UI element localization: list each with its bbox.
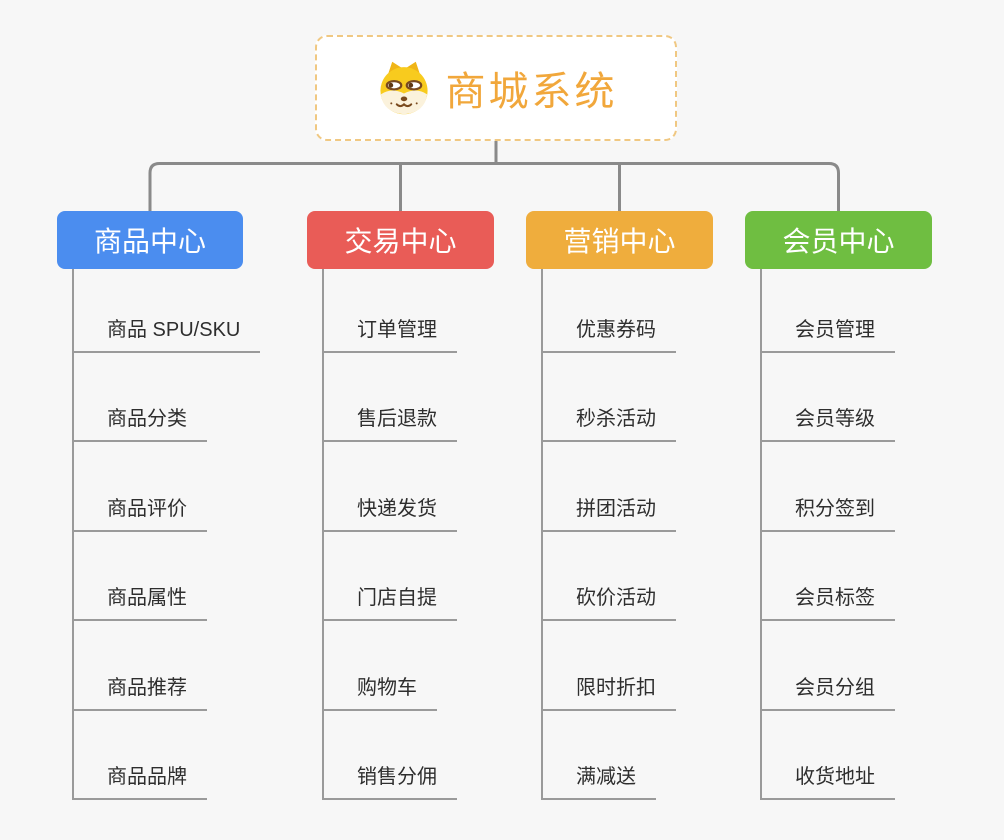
sub-item-member-center-4[interactable]: 会员分组 — [762, 671, 895, 711]
sub-item-row: 商品品牌 — [74, 711, 260, 800]
sub-item-row: 购物车 — [324, 621, 457, 711]
sub-item-trade-center-0[interactable]: 订单管理 — [324, 313, 457, 353]
sub-item-marketing-center-2[interactable]: 拼团活动 — [543, 492, 676, 532]
sub-item-marketing-center-3[interactable]: 砍价活动 — [543, 581, 676, 622]
sub-item-row: 快递发货 — [324, 442, 457, 532]
branch-children-member-center: 会员管理会员等级积分签到会员标签会员分组收货地址 — [760, 269, 895, 800]
sub-item-row: 拼团活动 — [543, 442, 676, 532]
sub-item-marketing-center-1[interactable]: 秒杀活动 — [543, 402, 676, 443]
sub-item-row: 售后退款 — [324, 353, 457, 443]
sub-item-trade-center-5[interactable]: 销售分佣 — [324, 760, 457, 800]
sub-item-row: 会员管理 — [762, 269, 895, 353]
branch-trade-center[interactable]: 交易中心 — [307, 211, 494, 269]
sub-item-row: 商品评价 — [74, 442, 260, 532]
sub-item-row: 商品分类 — [74, 353, 260, 443]
sub-item-product-center-1[interactable]: 商品分类 — [74, 402, 207, 443]
sub-item-row: 门店自提 — [324, 532, 457, 622]
sub-item-member-center-0[interactable]: 会员管理 — [762, 313, 895, 353]
branch-label: 会员中心 — [782, 226, 895, 257]
sub-item-product-center-5[interactable]: 商品品牌 — [74, 760, 207, 800]
sub-item-row: 商品 SPU/SKU — [74, 269, 261, 353]
branch-children-marketing-center: 优惠券码秒杀活动拼团活动砍价活动限时折扣满减送 — [541, 269, 676, 800]
sub-item-row: 商品推荐 — [74, 621, 260, 711]
branch-label: 营销中心 — [563, 226, 676, 257]
sub-item-row: 会员标签 — [762, 532, 895, 622]
dog-face-icon — [375, 59, 433, 117]
branch-marketing-center[interactable]: 营销中心 — [526, 211, 713, 269]
branch-children-product-center: 商品 SPU/SKU 商品分类商品评价商品属性商品推荐商品品牌 — [72, 269, 261, 800]
sub-item-product-center-2[interactable]: 商品评价 — [74, 492, 207, 532]
sub-item-row: 限时折扣 — [543, 621, 676, 711]
sub-item-row: 优惠券码 — [543, 269, 676, 353]
sub-item-row: 订单管理 — [324, 269, 457, 353]
sub-item-member-center-5[interactable]: 收货地址 — [762, 760, 895, 800]
sub-item-row: 积分签到 — [762, 442, 895, 532]
root-node[interactable]: 商城系统 — [315, 35, 677, 141]
sub-item-row: 满减送 — [543, 711, 676, 800]
sub-item-row: 销售分佣 — [324, 711, 457, 800]
sub-item-member-center-3[interactable]: 会员标签 — [762, 581, 895, 622]
sub-item-row: 商品属性 — [74, 532, 260, 622]
sub-item-member-center-1[interactable]: 会员等级 — [762, 402, 895, 443]
sub-item-trade-center-2[interactable]: 快递发货 — [324, 492, 457, 532]
sub-item-marketing-center-4[interactable]: 限时折扣 — [543, 671, 676, 711]
sub-item-marketing-center-5[interactable]: 满减送 — [543, 760, 656, 800]
sub-item-row: 收货地址 — [762, 711, 895, 800]
sub-item-row: 会员分组 — [762, 621, 895, 711]
sub-item-product-center-4[interactable]: 商品推荐 — [74, 671, 207, 711]
sub-item-product-center-3[interactable]: 商品属性 — [74, 581, 207, 622]
sub-item-row: 砍价活动 — [543, 532, 676, 622]
sub-item-row: 秒杀活动 — [543, 353, 676, 443]
root-title: 商城系统 — [445, 70, 618, 114]
branch-label: 商品中心 — [93, 226, 206, 257]
branch-label: 交易中心 — [344, 226, 457, 257]
sub-item-marketing-center-0[interactable]: 优惠券码 — [543, 313, 676, 353]
branch-member-center[interactable]: 会员中心 — [745, 211, 932, 269]
sub-item-row: 会员等级 — [762, 353, 895, 443]
branch-product-center[interactable]: 商品中心 — [57, 211, 243, 269]
sub-item-trade-center-3[interactable]: 门店自提 — [324, 581, 457, 622]
sub-item-member-center-2[interactable]: 积分签到 — [762, 492, 895, 532]
sub-item-product-center-0[interactable]: 商品 SPU/SKU — [74, 313, 261, 353]
sub-item-trade-center-4[interactable]: 购物车 — [324, 671, 437, 711]
sub-item-trade-center-1[interactable]: 售后退款 — [324, 402, 457, 443]
branch-children-trade-center: 订单管理售后退款快递发货门店自提购物车销售分佣 — [322, 269, 457, 800]
